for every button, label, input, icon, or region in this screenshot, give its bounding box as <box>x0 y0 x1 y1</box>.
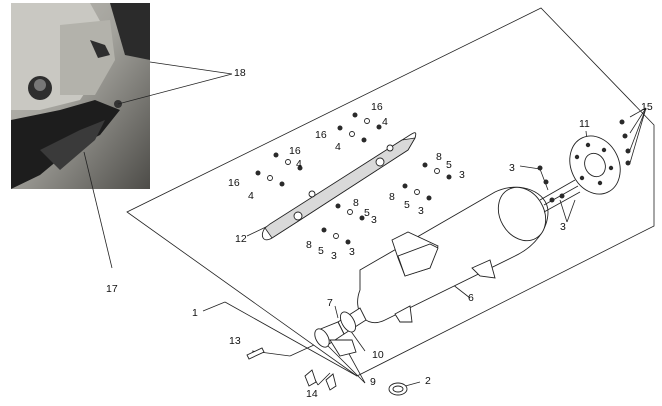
callout-1: 1 <box>192 307 198 319</box>
callout-3-g: 3 <box>349 246 355 258</box>
callout-4-b: 4 <box>296 158 302 170</box>
callout-8-d: 8 <box>306 239 312 251</box>
diagram-panel <box>126 7 655 377</box>
callout-5-d: 5 <box>318 245 324 257</box>
callout-11: 11 <box>579 118 590 130</box>
callout-6: 6 <box>468 292 474 304</box>
callout-3-e: 3 <box>371 214 377 226</box>
callout-8-b: 8 <box>389 191 395 203</box>
muffler <box>314 179 581 357</box>
callout-16-c: 16 <box>315 129 327 141</box>
callout-8-c: 8 <box>353 197 359 209</box>
callout-5-b: 5 <box>404 199 410 211</box>
callout-18: 18 <box>234 67 246 79</box>
end-plate <box>569 135 621 195</box>
callout-5-a: 5 <box>446 159 452 171</box>
callout-16-a: 16 <box>228 177 240 189</box>
callout-10: 10 <box>372 349 384 361</box>
inset-photo <box>11 3 150 189</box>
callout-16-b: 16 <box>289 145 301 157</box>
heat-shield <box>261 132 417 241</box>
callout-7: 7 <box>327 297 333 309</box>
callout-3-c: 3 <box>459 169 465 181</box>
callout-4-d: 4 <box>382 116 388 128</box>
callout-3-d: 3 <box>418 205 424 217</box>
callout-3-a: 3 <box>509 162 515 174</box>
callout-9: 9 <box>370 376 376 388</box>
callout-4-c: 4 <box>335 141 341 153</box>
callout-4-a: 4 <box>248 190 254 202</box>
callout-15: 15 <box>641 101 653 113</box>
callout-13: 13 <box>229 335 241 347</box>
callout-5-c: 5 <box>364 207 370 219</box>
fasteners <box>246 112 631 396</box>
callout-3-b: 3 <box>560 221 566 233</box>
callout-labels: 18 17 1 2 6 7 10 9 13 14 11 15 12 3 3 3 … <box>106 67 653 400</box>
callout-3-f: 3 <box>331 250 337 262</box>
callout-14: 14 <box>306 388 318 400</box>
callout-16-d: 16 <box>371 101 383 113</box>
callout-12: 12 <box>235 233 247 245</box>
callout-2: 2 <box>425 375 431 387</box>
callout-8-a: 8 <box>436 151 442 163</box>
callout-17: 17 <box>106 283 118 295</box>
